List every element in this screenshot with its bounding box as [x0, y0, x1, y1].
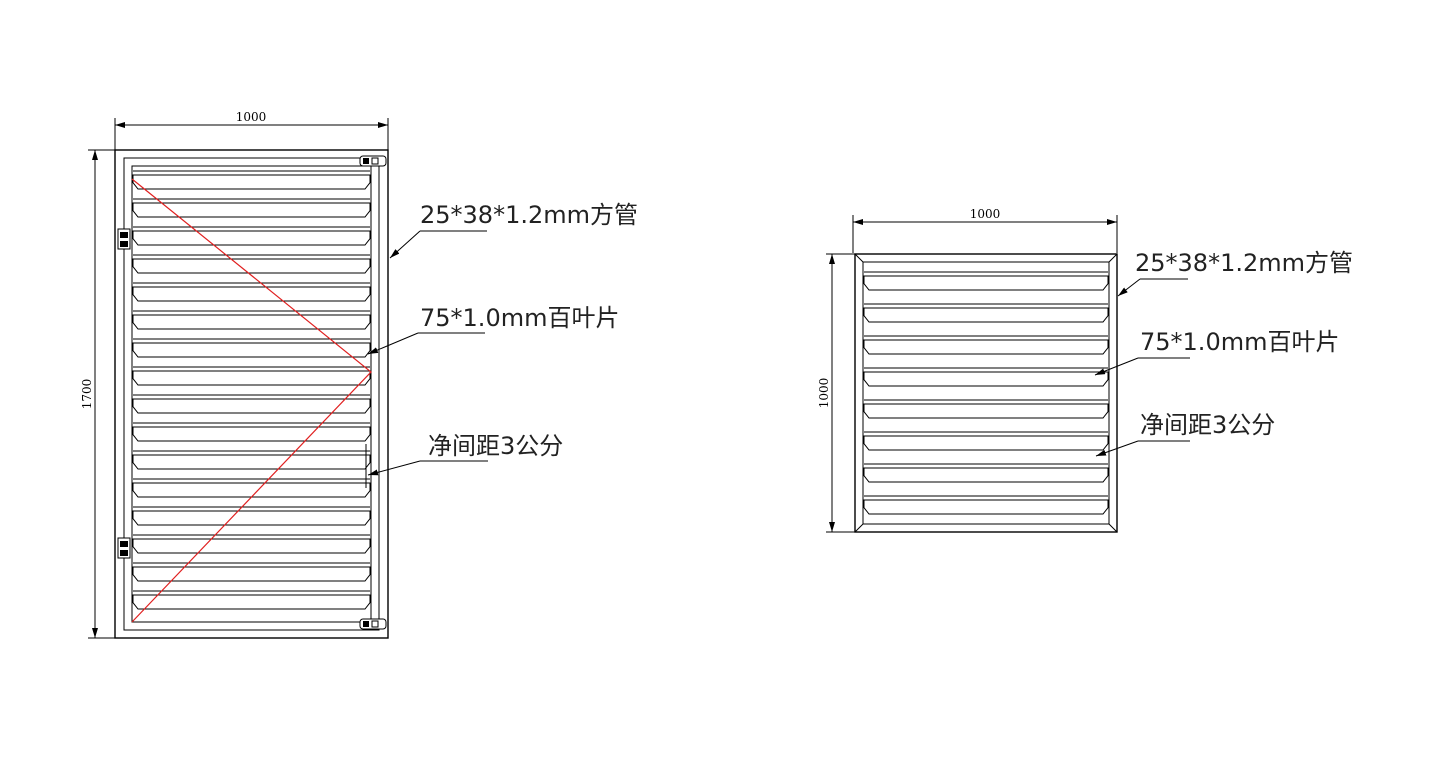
- door-slat: [132, 258, 371, 274]
- window-slats: [863, 271, 1109, 515]
- window-slat-annotation: 75*1.0mm百叶片: [1094, 328, 1339, 376]
- window-height-label: 1000: [817, 378, 831, 409]
- door-slat-annotation: 75*1.0mm百叶片: [367, 304, 619, 355]
- window-slat: [863, 403, 1109, 419]
- window-outer-frame: [854, 253, 1118, 533]
- window-width-dimension: 1000: [852, 207, 1118, 253]
- window-slat: [863, 339, 1109, 355]
- door-slat: [132, 342, 371, 358]
- door-height-dimension: 1700: [80, 149, 118, 639]
- window-slat: [863, 371, 1109, 387]
- door-tube-annotation: 25*38*1.2mm方管: [389, 201, 638, 259]
- door-slat: [132, 174, 371, 190]
- door-outer-frame: [114, 149, 389, 639]
- door-slat: [132, 426, 371, 442]
- door-opening-direction-line: [131, 178, 372, 623]
- window-slat: [863, 307, 1109, 323]
- door-slat: [132, 510, 371, 526]
- window-slat: [863, 467, 1109, 483]
- door-slat: [132, 482, 371, 498]
- window-drawing: 1000 1000 25*38*1.2mm方管 75*1.0mm百叶片: [817, 207, 1353, 533]
- door-latch-icon: [359, 155, 387, 167]
- door-slat: [132, 566, 371, 582]
- window-inner-frame: [862, 261, 1110, 525]
- door-slat: [132, 230, 371, 246]
- window-height-dimension: 1000: [817, 253, 856, 533]
- door-width-label: 1000: [236, 110, 267, 124]
- door-slat: [132, 594, 371, 610]
- door-leaf-frame: [131, 165, 372, 623]
- door-slat: [132, 314, 371, 330]
- window-slat-label: 75*1.0mm百叶片: [1140, 328, 1339, 356]
- window-slat: [863, 275, 1109, 291]
- door-width-dimension: 1000: [114, 110, 389, 152]
- window-slat: [863, 435, 1109, 451]
- door-slat: [132, 286, 371, 302]
- door-hinge-icon: [117, 228, 131, 250]
- door-slat: [132, 370, 371, 386]
- door-drawing: 1000 1700: [80, 110, 638, 639]
- window-gap-label: 净间距3公分: [1140, 411, 1275, 439]
- door-slat-label: 75*1.0mm百叶片: [420, 304, 619, 332]
- door-gap-label: 净间距3公分: [428, 432, 563, 460]
- window-width-label: 1000: [970, 207, 1001, 221]
- door-height-label: 1700: [80, 379, 94, 410]
- door-slat: [132, 398, 371, 414]
- window-tube-label: 25*38*1.2mm方管: [1135, 249, 1353, 277]
- door-hinge-icon: [117, 537, 131, 559]
- door-gap-annotation: 净间距3公分: [365, 432, 563, 488]
- window-tube-annotation: 25*38*1.2mm方管: [1117, 249, 1353, 297]
- door-latch-icon: [359, 618, 387, 630]
- window-slat: [863, 499, 1109, 515]
- door-slat: [132, 538, 371, 554]
- door-tube-label: 25*38*1.2mm方管: [420, 201, 638, 229]
- door-inner-frame: [123, 157, 380, 631]
- door-slat: [132, 202, 371, 218]
- window-gap-annotation: 净间距3公分: [1095, 411, 1275, 457]
- door-slats: [132, 170, 371, 610]
- door-slat: [132, 454, 371, 470]
